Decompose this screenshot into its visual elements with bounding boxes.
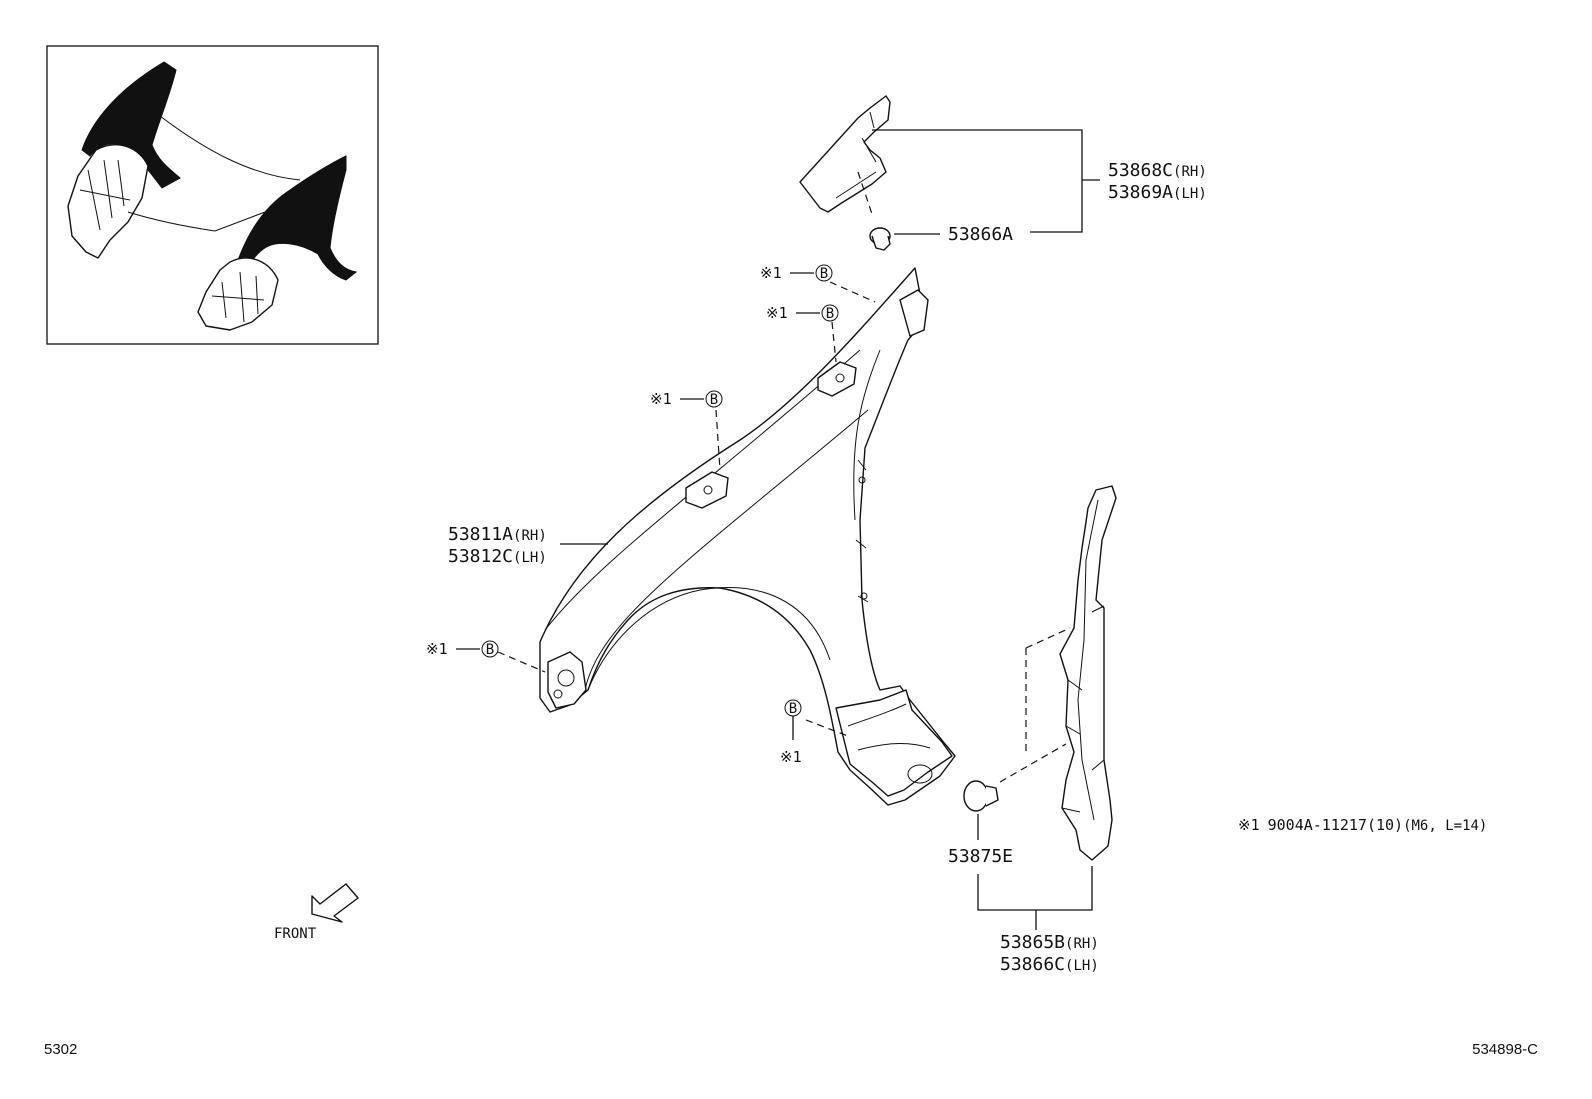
front-fender	[539, 267, 956, 806]
inset-right-liner	[197, 257, 279, 331]
footer-right-code: 534898-C	[1472, 1041, 1538, 1058]
inset-frame	[46, 45, 379, 345]
clip-53866a	[869, 227, 891, 251]
svg-text:※1: ※1	[760, 264, 782, 282]
label-53866a: 53866A	[948, 224, 1013, 245]
bolt-callout-3: ※1 B	[650, 390, 723, 408]
clip-53875e	[963, 780, 999, 812]
label-53866c: 53866C(LH)	[1000, 954, 1099, 975]
svg-text:※1: ※1	[766, 304, 788, 322]
svg-text:B: B	[486, 642, 494, 658]
label-53868c: 53868C(RH)	[1108, 160, 1207, 181]
fender-garnish	[799, 95, 891, 213]
label-53869a: 53869A(LH)	[1108, 182, 1207, 203]
inset-overview	[46, 45, 379, 345]
bolt-callout-2: ※1 B	[766, 304, 839, 322]
bolt-callout-1: ※1 B	[760, 264, 833, 282]
footer-left-code: 5302	[44, 1041, 77, 1058]
front-arrow-icon	[311, 883, 359, 923]
label-53865b: 53865B(RH)	[1000, 932, 1099, 953]
svg-text:※1: ※1	[650, 390, 672, 408]
inset-right-fender	[235, 155, 358, 282]
front-label: FRONT	[274, 926, 317, 942]
leader-liner	[977, 866, 1093, 930]
svg-text:※1: ※1	[426, 640, 448, 658]
leader-garnish	[872, 129, 1083, 233]
bolt-callout-4: ※1 B	[426, 640, 499, 658]
fender-liner	[1059, 485, 1117, 861]
bolt-callout-5: B ※1	[780, 699, 802, 766]
label-53875e: 53875E	[948, 846, 1013, 867]
svg-text:B: B	[820, 266, 828, 282]
svg-text:B: B	[710, 392, 718, 408]
svg-text:B: B	[826, 306, 834, 322]
svg-text:B: B	[789, 701, 797, 717]
svg-text:※1: ※1	[780, 748, 802, 766]
inset-left-liner	[67, 144, 149, 259]
label-53811a: 53811A(RH)	[448, 524, 547, 545]
label-53812c: 53812C(LH)	[448, 546, 547, 567]
